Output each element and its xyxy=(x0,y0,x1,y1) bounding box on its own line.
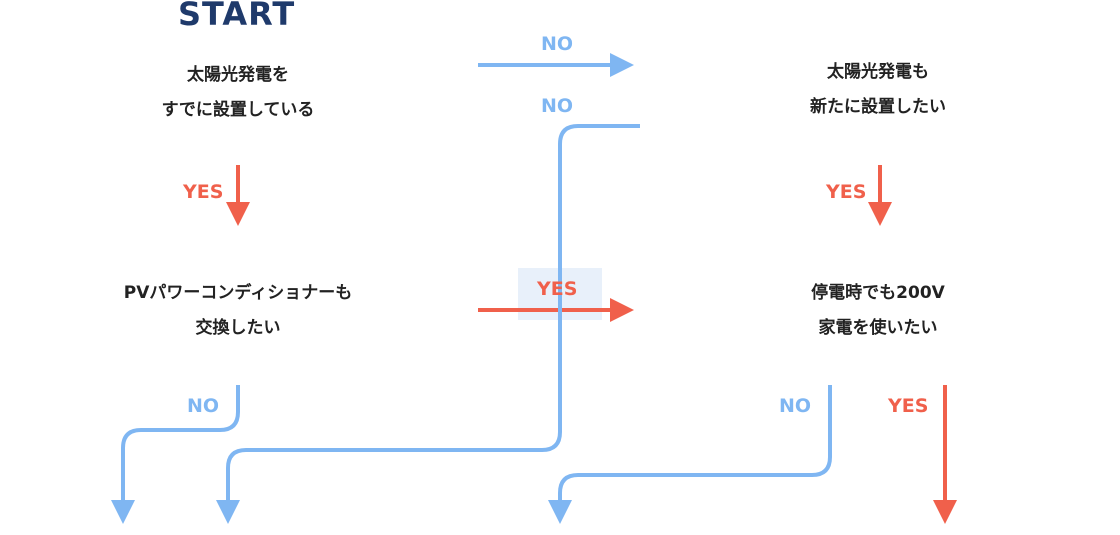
start-label: START xyxy=(178,0,296,33)
label-yes-q2-right: YES xyxy=(537,278,578,300)
question-3: 太陽光発電も 新たに設置したい xyxy=(740,55,1016,125)
label-yes-q4-down: YES xyxy=(888,395,929,417)
question-4-line-1: 停電時でも200V xyxy=(811,283,945,303)
question-4: 停電時でも200V 家電を使いたい xyxy=(740,276,1016,346)
label-yes-q1-down: YES xyxy=(183,181,224,203)
arrow-q3-no xyxy=(216,124,640,524)
arrow-q4-no xyxy=(548,385,832,524)
question-1-line-2: すでに設置している xyxy=(161,100,315,120)
question-2-line-2: 交換したい xyxy=(195,318,281,338)
label-no-q2-down: NO xyxy=(187,395,220,417)
question-1: 太陽光発電を すでに設置している xyxy=(100,58,376,128)
arrow-q2-no xyxy=(111,385,240,524)
question-3-line-2: 新たに設置したい xyxy=(810,97,946,117)
question-3-line-1: 太陽光発電も xyxy=(827,62,929,82)
label-yes-q3-down: YES xyxy=(826,181,867,203)
label-no-q1-right: NO xyxy=(541,33,574,55)
label-no-q3-loop: NO xyxy=(541,95,574,117)
question-1-line-1: 太陽光発電を xyxy=(187,65,289,85)
question-2-line-1: PVパワーコンディショナーも xyxy=(123,283,353,303)
question-4-line-2: 家電を使いたい xyxy=(818,318,938,338)
question-2: PVパワーコンディショナーも 交換したい xyxy=(70,276,406,346)
label-no-q4-down: NO xyxy=(779,395,812,417)
